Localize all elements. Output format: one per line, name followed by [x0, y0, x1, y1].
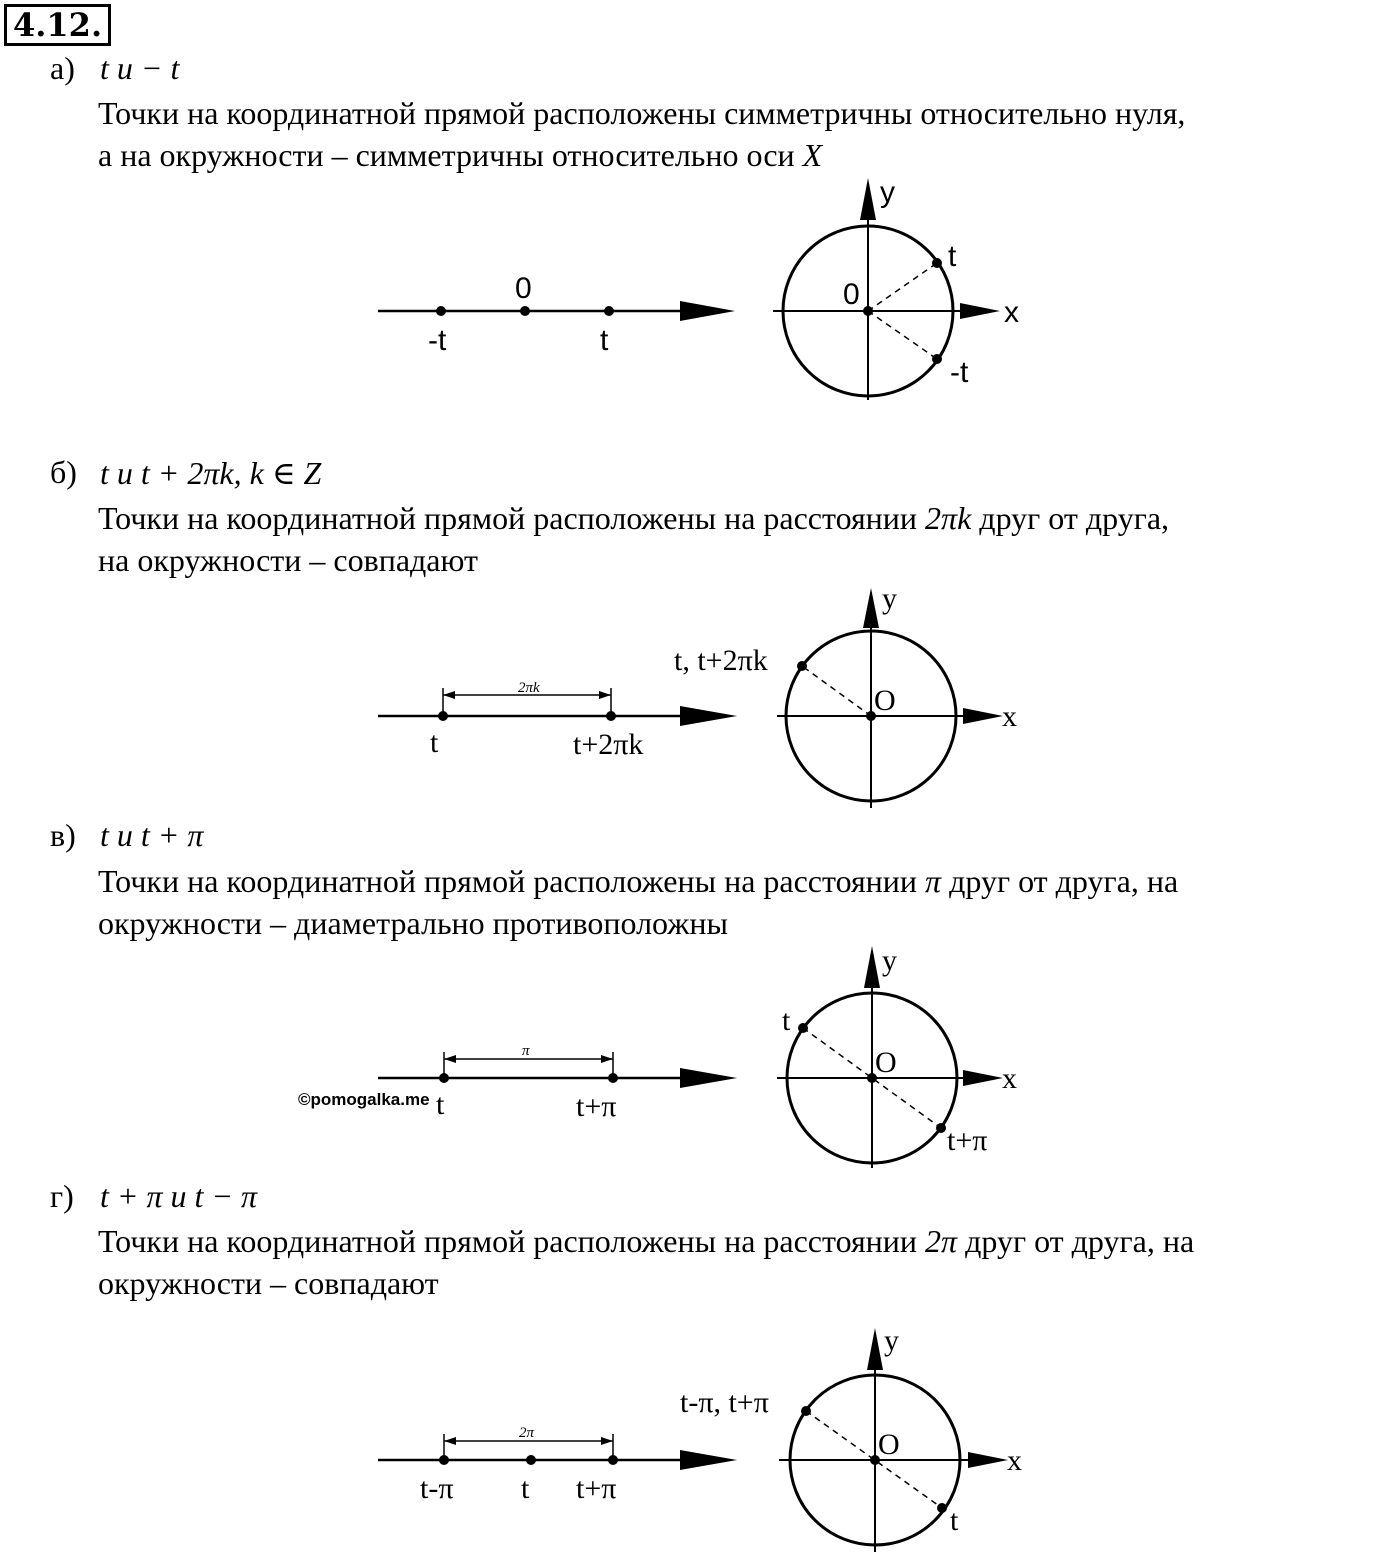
- item-d-expression: t + π и t − π: [100, 1178, 258, 1214]
- figure-a: -t 0 t y x 0 t -t: [378, 176, 1019, 400]
- line-label-t-plus-pi: t+π: [576, 1472, 616, 1505]
- item-c-expression: t и t + π: [100, 817, 204, 853]
- line-label-t-minus-pi: t-π: [420, 1472, 453, 1505]
- item-b-label: б): [50, 454, 77, 490]
- circle-point-neg-t-label: -t: [950, 356, 969, 389]
- line-label-neg-t: -t: [428, 324, 447, 357]
- circle-point-coincident-label: t-π, t+π: [680, 1386, 769, 1419]
- item-c-line1: Точки на координатной прямой расположены…: [98, 863, 1179, 899]
- dim-label-pi: π: [522, 1043, 530, 1059]
- line-label-t: t: [436, 1088, 445, 1121]
- item-a-line2: а на окружности – симметричны относитель…: [98, 137, 823, 173]
- item-c-description: Точки на координатной прямой расположены…: [98, 860, 1398, 944]
- figure-d: 2π t-π t t+π y x O t-π, t+π t: [378, 1324, 1022, 1552]
- axis-x-label: x: [1007, 1444, 1022, 1477]
- axis-x-label: x: [1002, 1062, 1017, 1095]
- item-a-description: Точки на координатной прямой расположены…: [98, 92, 1398, 176]
- item-c-label: в): [50, 817, 76, 853]
- item-d-description: Точки на координатной прямой расположены…: [98, 1220, 1398, 1304]
- line-label-t-plus-2pik: t+2πk: [573, 728, 643, 761]
- line-label-zero: 0: [515, 272, 532, 305]
- circle-point-t-label: t: [948, 240, 957, 273]
- line-label-t-plus-pi: t+π: [576, 1090, 616, 1123]
- axis-x-label: x: [1002, 700, 1017, 733]
- figure-b: 2πk t t+2πk y x O t, t+2πk: [378, 582, 1017, 808]
- axis-y-label: y: [880, 176, 895, 209]
- item-b-line1: Точки на координатной прямой расположены…: [98, 500, 1170, 536]
- dim-label-2pi: 2π: [519, 1425, 535, 1441]
- circle-point-t-label: t: [782, 1004, 791, 1037]
- origin-label: O: [875, 1046, 897, 1079]
- item-b-expression: t и t + 2πk, k ∈ Z: [100, 455, 322, 491]
- item-d-label: г): [50, 1178, 74, 1214]
- item-a-line1: Точки на координатной прямой расположены…: [98, 95, 1186, 131]
- origin-label: 0: [843, 278, 860, 311]
- line-label-t: t: [600, 324, 609, 357]
- watermark: ©pomogalka.me: [298, 1090, 430, 1109]
- origin-label: O: [874, 684, 896, 717]
- circle-point-t-label: t: [950, 1504, 959, 1537]
- axis-y-label: y: [882, 582, 897, 615]
- circle-point-label: t, t+2πk: [674, 644, 768, 677]
- axis-y-label: y: [884, 1324, 899, 1357]
- item-d-line2: окружности – совпадают: [98, 1265, 439, 1301]
- item-d-line1: Точки на координатной прямой расположены…: [98, 1223, 1195, 1259]
- item-b-line2: на окружности – совпадают: [98, 542, 478, 578]
- axis-y-label: y: [882, 944, 897, 977]
- circle-point-t-plus-pi-label: t+π: [947, 1124, 987, 1157]
- item-a-expression: t и − t: [100, 50, 180, 86]
- origin-label: O: [878, 1428, 900, 1461]
- problem-number: 4.12.: [4, 4, 112, 46]
- line-label-t: t: [521, 1472, 530, 1505]
- axis-x-label: x: [1004, 296, 1019, 329]
- item-c-line2: окружности – диаметрально противоположны: [98, 905, 728, 941]
- line-label-t: t: [430, 726, 439, 759]
- dim-label-2pik: 2πk: [518, 680, 540, 696]
- figure-c: π t t+π y x O t t+π: [378, 944, 1017, 1168]
- item-b-description: Точки на координатной прямой расположены…: [98, 497, 1398, 581]
- item-a-label: а): [50, 50, 75, 86]
